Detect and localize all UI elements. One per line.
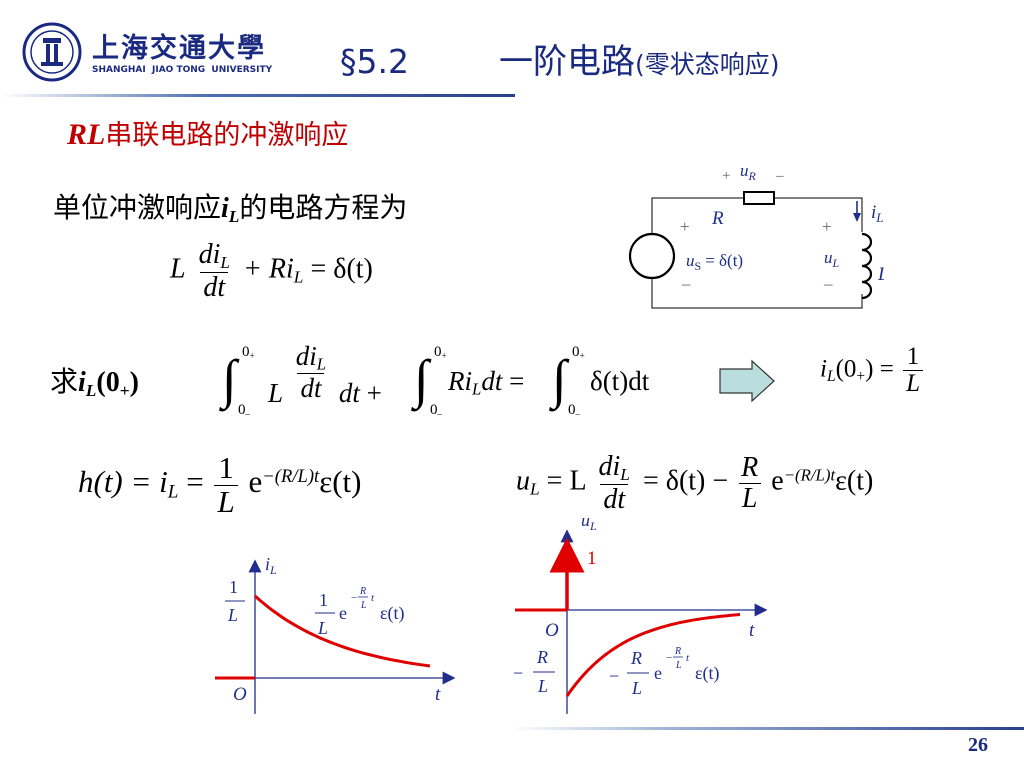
- svg-text:L: L: [360, 600, 367, 611]
- statement-var: i: [221, 193, 229, 224]
- title-main: 一阶电路: [498, 42, 635, 82]
- page-title: §5.2 一阶电路(零状态响应): [340, 34, 780, 83]
- g1-xlabel: t: [435, 684, 441, 705]
- heading-rl: RL: [67, 118, 106, 151]
- svg-text:−: −: [666, 652, 672, 664]
- uL-minus: –: [823, 274, 833, 293]
- statement-line: 单位冲激响应iL的电路方程为: [53, 186, 407, 227]
- svg-text:L: L: [675, 660, 682, 671]
- section-number: §5.2: [340, 42, 409, 81]
- current-arrow-icon: [853, 213, 861, 222]
- equation-inductor-voltage: uL = L diL dt = δ(t) − R L e−(R/L)tε(t): [516, 451, 874, 516]
- eq1-derivative: diL dt: [198, 239, 231, 304]
- svg-text:L: L: [317, 618, 328, 638]
- svg-text:L: L: [537, 676, 548, 696]
- statement-prefix: 单位冲激响应: [53, 191, 222, 224]
- g1-ytick-num: 1: [229, 577, 238, 597]
- voltage-source: [628, 232, 676, 280]
- equation-initial-value: iL(0+) = 1 L: [820, 343, 926, 398]
- svg-text:−: −: [513, 663, 523, 683]
- logo-english-name: SHANGHAI JIAO TONG UNIVERSITY: [92, 65, 273, 75]
- g2-origin: O: [545, 620, 559, 641]
- eq1-ri: + Ri: [243, 253, 294, 285]
- svg-text:R: R: [536, 647, 548, 667]
- equation-circuit: L diL dt + RiL = δ(t): [170, 239, 373, 304]
- find-prefix: 求: [50, 365, 79, 398]
- source-minus: –: [681, 274, 691, 293]
- equation-impulse-response: h(t) = iL = 1 L e−(R/L)tε(t): [78, 450, 362, 519]
- statement-var-sub: L: [228, 206, 240, 226]
- g1-decay-curve: [254, 594, 431, 668]
- section-heading: RL串联电路的冲激响应: [67, 113, 348, 152]
- resistor: [743, 191, 775, 205]
- logo-chinese-name: 上海交通大學: [92, 33, 266, 64]
- source-label: uS= δ(t): [686, 251, 743, 273]
- uR-label: uR: [740, 161, 757, 183]
- inductor: [861, 232, 873, 300]
- current-label: iL: [871, 202, 884, 225]
- title-paren: (零状态响应): [634, 50, 780, 79]
- uR-plus: +: [722, 168, 730, 184]
- svg-text:L: L: [631, 678, 642, 698]
- svg-text:−: −: [351, 592, 357, 604]
- resistor-label: R: [711, 208, 724, 229]
- find-line: 求iL(0+): [50, 365, 139, 400]
- logo: 上海交通大學 SHANGHAI JIAO TONG UNIVERSITY: [22, 22, 272, 82]
- svg-text:R: R: [359, 586, 366, 597]
- svg-text:−: −: [609, 666, 619, 686]
- uL-plus: +: [822, 217, 832, 236]
- heading-text: 串联电路的冲激响应: [105, 120, 349, 151]
- svg-text:1: 1: [319, 590, 328, 610]
- uL-label: uL: [824, 248, 840, 270]
- equation-integral: ∫ 0+ 0– L diL dt dt + ∫ 0+ 0– RiLdt = ∫ …: [222, 341, 650, 420]
- eq1-rhs: = δ(t): [310, 253, 373, 285]
- footer-bar: [510, 727, 1024, 730]
- g2-ylabel: uL: [581, 518, 597, 533]
- header-divider: [0, 94, 515, 97]
- page-number: 26: [968, 734, 988, 756]
- graph-voltage: uL 1 O t − R L − R L e − R L t ε(t): [513, 518, 768, 714]
- svg-text:ε(t): ε(t): [380, 603, 405, 624]
- eq1-L: L: [170, 253, 186, 285]
- svg-text:e: e: [654, 663, 662, 683]
- inductor-label: L: [877, 264, 884, 285]
- g1-ytick-den: L: [227, 605, 238, 625]
- g1-ylabel: iL: [265, 554, 277, 577]
- university-seal-icon: [22, 22, 82, 82]
- g2-impulse-label: 1: [587, 548, 597, 569]
- graph-current: iL 1 L O t 1 L e − R L t ε(t): [215, 554, 455, 714]
- svg-text:e: e: [339, 603, 347, 623]
- svg-text:t: t: [686, 652, 690, 664]
- svg-text:ε(t): ε(t): [695, 663, 720, 684]
- statement-suffix: 的电路方程为: [239, 191, 408, 224]
- implies-arrow-icon: [719, 359, 775, 403]
- svg-text:R: R: [674, 646, 681, 657]
- rl-circuit: + uR – R iL + – uS= δ(t) + uL – L: [628, 161, 884, 309]
- g2-rise-curve: [565, 613, 741, 697]
- uR-minus: –: [775, 168, 784, 184]
- g1-origin: O: [233, 684, 247, 705]
- svg-text:t: t: [371, 592, 375, 604]
- source-plus: +: [680, 217, 690, 236]
- svg-text:R: R: [630, 648, 642, 668]
- g2-xlabel: t: [749, 620, 755, 641]
